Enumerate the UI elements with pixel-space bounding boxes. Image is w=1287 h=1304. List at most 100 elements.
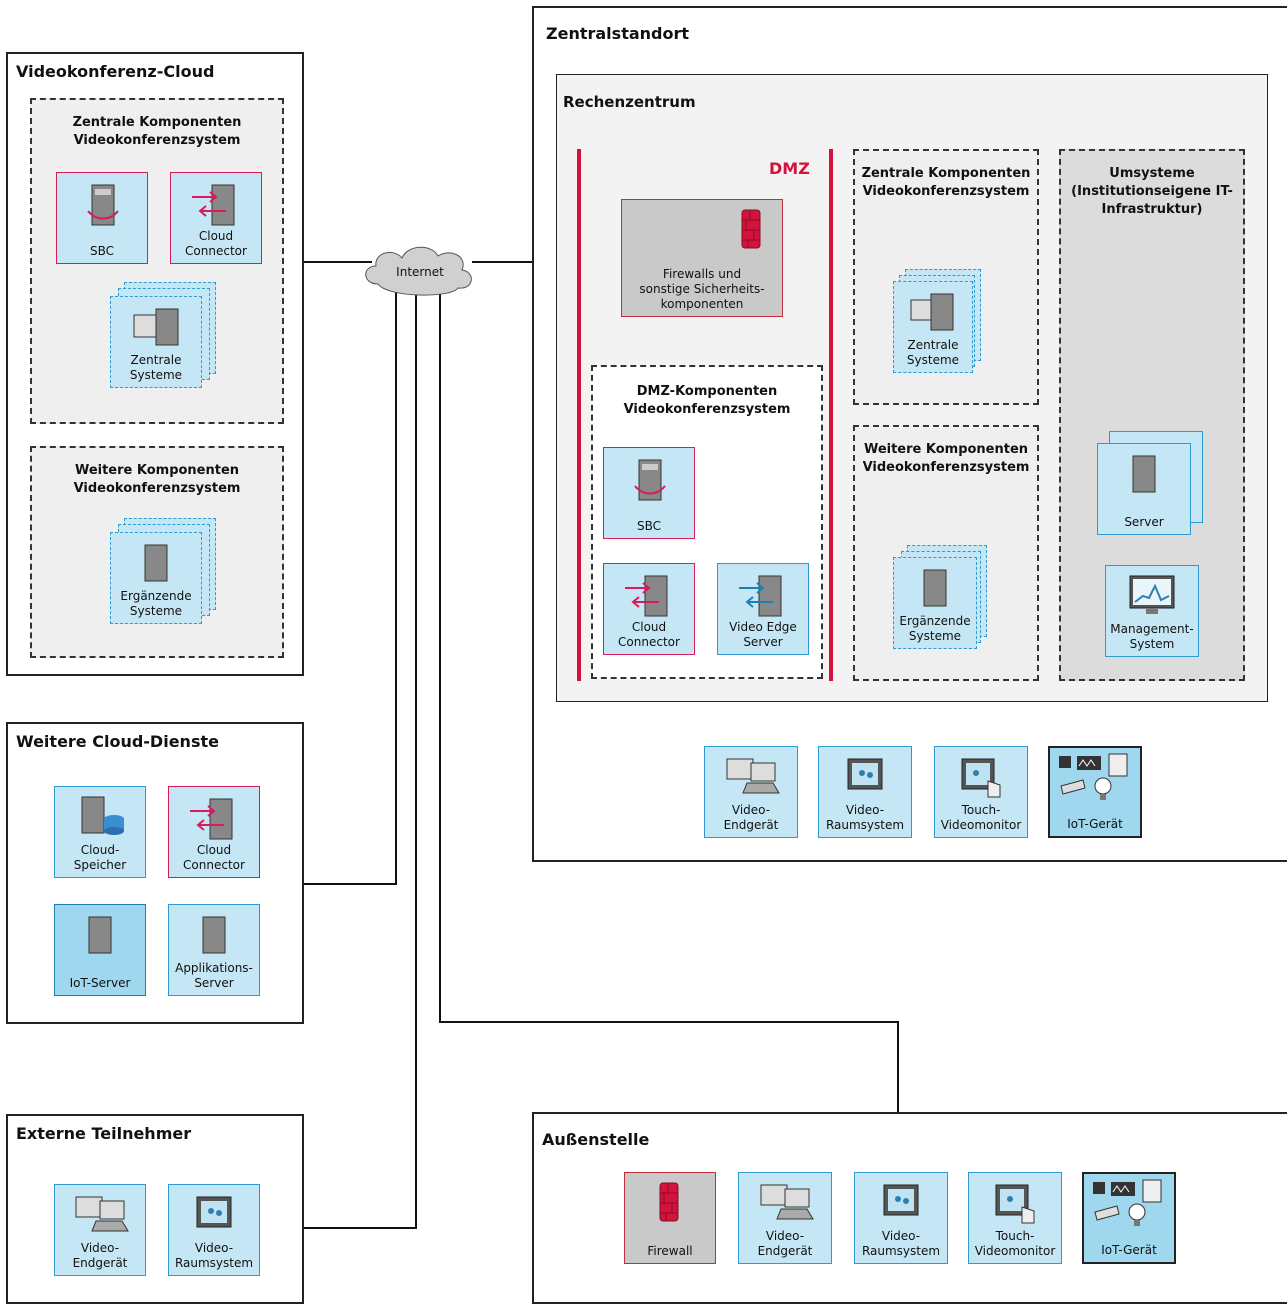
central-site: Zentralstandort Rechenzentrum DMZ Firewa…	[532, 6, 1287, 862]
internet-label: Internet	[396, 265, 444, 279]
cloud-connector-icon	[192, 184, 235, 226]
cloud-further-systems-tile[interactable]: Ergänzende Systeme	[110, 532, 202, 624]
external-endpoint-label: Video- Endgerät	[72, 1241, 128, 1270]
video-room-icon	[847, 758, 883, 790]
umsysteme-server-tile[interactable]: Server	[1097, 443, 1191, 535]
central-touch-label: Touch- Videomonitor	[940, 803, 1022, 832]
cloud-central-systems-label: Zentrale Systeme	[129, 353, 183, 382]
dmz-firewall-tile[interactable]: Firewalls und sonstige Sicherheits- komp…	[621, 199, 783, 317]
dmz-sbc-tile[interactable]: SBC	[603, 447, 695, 539]
server-icon	[1132, 455, 1156, 493]
central-iot-tile[interactable]: IoT-Gerät	[1048, 746, 1142, 838]
cloud-further-components: Weitere Komponenten Videokonferenzsystem…	[30, 446, 284, 658]
iot-devices-icon	[1093, 1179, 1162, 1226]
branch-endpoint-tile[interactable]: Video- Endgerät	[738, 1172, 832, 1264]
laptop-monitor-icon	[726, 758, 780, 794]
umsysteme-title: Umsysteme (Institutionseigene IT- Infras…	[1071, 166, 1233, 217]
dmz-left-boundary	[577, 149, 581, 681]
dc-further-components: Weitere Komponenten Videokonferenzsystem…	[853, 425, 1039, 681]
dc-central-title: Zentrale Komponenten Videokonferenzsyste…	[861, 166, 1031, 199]
app-server-tile[interactable]: Applikations- Server	[168, 904, 260, 996]
firewall-icon	[659, 1182, 679, 1222]
laptop-monitor-icon	[760, 1184, 814, 1220]
dmz-components: DMZ-Komponenten Videokonferenzsystem SBC…	[591, 365, 823, 679]
dc-central-systems-tile[interactable]: Zentrale Systeme	[893, 281, 973, 373]
touch-monitor-icon	[961, 758, 1001, 798]
management-system-tile[interactable]: Management- System	[1105, 565, 1199, 657]
external-participants: Externe Teilnehmer Video- Endgerät Video…	[6, 1114, 304, 1304]
cloud-central-systems-tile[interactable]: Zentrale Systeme	[110, 296, 202, 388]
dmz-connector-tile[interactable]: Cloud Connector	[603, 563, 695, 655]
internet-cloud: Internet	[358, 240, 482, 300]
branch-touch-tile[interactable]: Touch- Videomonitor	[968, 1172, 1062, 1264]
dc-further-systems-tile[interactable]: Ergänzende Systeme	[893, 557, 977, 649]
services-title: Weitere Cloud-Dienste	[16, 732, 219, 751]
central-room-label: Video- Raumsystem	[825, 803, 905, 832]
datacenter: Rechenzentrum DMZ Firewalls und sonstige…	[556, 74, 1268, 702]
dmz-sbc-label: SBC	[636, 519, 662, 533]
chart-monitor-icon	[1129, 575, 1175, 614]
external-room-label: Video- Raumsystem	[174, 1241, 254, 1270]
cloud-central-components: Zentrale Komponenten Videokonferenzsyste…	[30, 98, 284, 424]
external-endpoint-tile[interactable]: Video- Endgerät	[54, 1184, 146, 1276]
cloud-connector-tile[interactable]: Cloud Connector	[170, 172, 262, 264]
central-iot-label: IoT-Gerät	[1067, 817, 1123, 831]
central-site-title: Zentralstandort	[546, 24, 690, 43]
branch-endpoint-label: Video- Endgerät	[757, 1229, 813, 1258]
external-title: Externe Teilnehmer	[16, 1124, 192, 1143]
sbc-server-icon	[87, 184, 119, 226]
services-connector-label: Cloud Connector	[183, 843, 245, 872]
services-connector-tile[interactable]: Cloud Connector	[168, 786, 260, 878]
umsysteme-server-label: Server	[1124, 515, 1164, 529]
firewall-icon	[741, 209, 761, 249]
server-monitor-icon	[133, 308, 179, 346]
dc-further-title: Weitere Komponenten Videokonferenzsystem	[862, 442, 1030, 475]
cloud-storage-tile[interactable]: Cloud- Speicher	[54, 786, 146, 878]
cloud-central-title: Zentrale Komponenten Videokonferenzsyste…	[72, 115, 242, 148]
branch-iot-tile[interactable]: IoT-Gerät	[1082, 1172, 1176, 1264]
cloud-storage-label: Cloud- Speicher	[73, 843, 127, 872]
videoconference-cloud: Videokonferenz-Cloud Zentrale Komponente…	[6, 52, 304, 676]
central-touch-tile[interactable]: Touch- Videomonitor	[934, 746, 1028, 838]
cloud-icon	[365, 246, 472, 296]
cloud-further-title: Weitere Komponenten Videokonferenzsystem	[73, 463, 241, 496]
touch-monitor-icon	[995, 1184, 1035, 1224]
server-icon	[202, 916, 226, 954]
external-room-tile[interactable]: Video- Raumsystem	[168, 1184, 260, 1276]
server-monitor-icon	[910, 293, 954, 331]
central-room-tile[interactable]: Video- Raumsystem	[818, 746, 912, 838]
central-endpoint-label: Video- Endgerät	[723, 803, 779, 832]
video-room-icon	[883, 1184, 919, 1216]
branch-touch-label: Touch- Videomonitor	[974, 1229, 1056, 1258]
further-cloud-services: Weitere Cloud-Dienste Cloud- Speicher Cl…	[6, 722, 304, 1024]
branch-firewall-label: Firewall	[647, 1244, 693, 1258]
cloud-connector-icon	[190, 798, 233, 840]
cloud-connector-icon	[625, 575, 668, 617]
server-icon	[144, 544, 168, 582]
cloud-sbc-tile[interactable]: SBC	[56, 172, 148, 264]
branch-room-tile[interactable]: Video- Raumsystem	[854, 1172, 948, 1264]
iot-devices-icon	[1059, 753, 1128, 800]
cloud-title: Videokonferenz-Cloud	[16, 62, 215, 81]
branch-title: Außenstelle	[542, 1130, 650, 1149]
umsysteme: Umsysteme (Institutionseigene IT- Infras…	[1059, 149, 1245, 681]
datacenter-title: Rechenzentrum	[563, 93, 696, 111]
cloud-sbc-label: SBC	[89, 244, 115, 258]
dc-central-components: Zentrale Komponenten Videokonferenzsyste…	[853, 149, 1039, 405]
iot-server-tile[interactable]: IoT-Server	[54, 904, 146, 996]
branch-firewall-tile[interactable]: Firewall	[624, 1172, 716, 1264]
branch-iot-label: IoT-Gerät	[1101, 1243, 1157, 1257]
dmz-components-title: DMZ-Komponenten Videokonferenzsystem	[623, 384, 791, 417]
management-system-label: Management- System	[1110, 622, 1194, 651]
video-room-icon	[196, 1196, 232, 1228]
dc-further-systems-label: Ergänzende Systeme	[899, 614, 971, 643]
sbc-server-icon	[634, 459, 666, 501]
video-edge-server-tile[interactable]: Video Edge Server	[717, 563, 809, 655]
edge-server-icon	[739, 575, 782, 617]
iot-server-label: IoT-Server	[69, 976, 131, 990]
laptop-monitor-icon	[75, 1196, 129, 1232]
app-server-label: Applikations- Server	[175, 961, 253, 990]
server-icon	[88, 916, 112, 954]
central-endpoint-tile[interactable]: Video- Endgerät	[704, 746, 798, 838]
storage-icon	[81, 796, 124, 835]
